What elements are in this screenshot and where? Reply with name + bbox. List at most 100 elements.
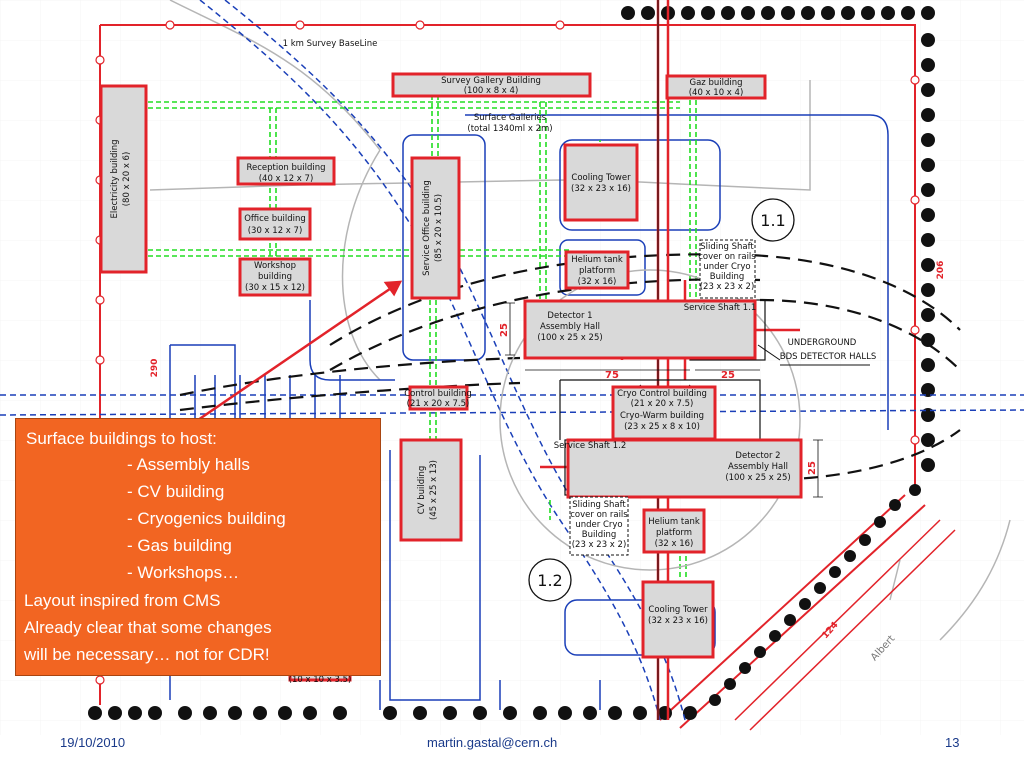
office-building	[238, 207, 312, 241]
workshop-building	[238, 257, 312, 297]
helium-tank-2	[642, 508, 706, 554]
sliding-2-label-2: cover on rails	[570, 510, 628, 520]
marker-circles	[528, 198, 795, 602]
detector-hall-2	[566, 438, 803, 499]
marker-1-1: 1.1	[760, 211, 785, 230]
cooling-tower-1-label-2: (32 x 23 x 16)	[571, 184, 631, 194]
sliding-2-label-4: Building	[582, 530, 616, 540]
diagram-labels: 1 km Survey BaseLine Surface Galleries (…	[110, 39, 946, 685]
service-office-label-1: Service Office building	[422, 180, 432, 276]
helium-2-label-3: (32 x 16)	[655, 539, 694, 549]
dimension-lines	[505, 302, 823, 498]
small-building-label: (10 x 10 x 3.5)	[289, 675, 352, 685]
callout-line-3: - CV building	[127, 482, 225, 501]
workshop-label-2: building	[258, 272, 292, 282]
gaz-building	[665, 74, 767, 100]
cryo-building	[611, 385, 717, 441]
cooling-tower-2	[641, 580, 715, 659]
cv-building	[399, 438, 463, 542]
reception-label-2: (40 x 12 x 7)	[259, 174, 314, 184]
electricity-label-2: (80 x 20 x 6)	[122, 152, 132, 207]
callout-line-4: - Cryogenics building	[127, 509, 286, 528]
callout-line-1: Surface buildings to host:	[26, 429, 217, 448]
dimension-25-a: 25	[499, 323, 510, 337]
electricity-building	[99, 84, 148, 274]
cv-label-2: (45 x 25 x 13)	[429, 460, 439, 520]
underground-label-2: BDS DETECTOR HALLS	[780, 352, 876, 362]
survey-gallery-label-2: (100 x 8 x 4)	[464, 86, 519, 96]
electricity-label-1: Electricity building	[110, 140, 120, 219]
cooling-tower-2-label-1: Cooling Tower	[648, 605, 708, 615]
cooling-tower-1-label-1: Cooling Tower	[571, 173, 631, 183]
survey-gallery-label-1: Survey Gallery Building	[441, 76, 541, 86]
cryo-label-2: (21 x 20 x 7.5)	[631, 399, 694, 409]
cooling-tower-2-label-2: (32 x 23 x 16)	[648, 616, 708, 626]
dimension-290: 290	[150, 359, 160, 378]
footer-date: 19/10/2010	[60, 735, 126, 750]
tree-line	[88, 6, 935, 720]
footer-page-number: 13	[945, 735, 960, 750]
dimension-206: 206	[936, 261, 946, 280]
callout-line-8: Already clear that some changes	[24, 618, 272, 637]
control-building	[408, 385, 469, 411]
sliding-1-label-4: Building	[710, 272, 744, 282]
detector-1-label-2: Assembly Hall	[540, 322, 600, 332]
sliding-shaft-boxes	[569, 239, 756, 556]
dimension-75: 75	[605, 370, 619, 381]
sliding-2-label-1: Sliding Shaft	[572, 500, 626, 510]
survey-gallery-building	[391, 72, 592, 98]
detector-hall-1	[523, 299, 757, 360]
detector-2-label-1: Detector 2	[735, 451, 780, 461]
helium-2-label-2: platform	[656, 528, 692, 538]
sliding-1-label-3: under Cryo	[703, 262, 750, 272]
cv-label-1: CV building	[417, 466, 427, 515]
detector-1-label-3: (100 x 25 x 25)	[537, 333, 602, 343]
grey-curves	[499, 269, 801, 571]
leader-arrow	[197, 280, 870, 422]
cryo-label-4: (23 x 25 x 8 x 10)	[624, 422, 700, 432]
footer-author: martin.gastal@cern.ch	[427, 735, 558, 750]
sliding-1-label-5: (23 x 23 x 2)	[700, 282, 755, 292]
cryo-label-1: Cryo Control building	[617, 389, 707, 399]
cooling-tower-1	[563, 143, 639, 222]
sliding-2-label-3: under Cryo	[575, 520, 622, 530]
service-shaft-1-label: Service Shaft 1.1	[684, 303, 757, 313]
callout-line-5: - Gas building	[127, 536, 232, 555]
service-office-building	[410, 156, 461, 300]
helium-1-label-2: platform	[579, 266, 615, 276]
helium-tank-1	[564, 250, 630, 290]
sliding-2-label-5: (23 x 23 x 2)	[572, 540, 627, 550]
callout-line-6: - Workshops…	[127, 563, 240, 582]
detector-2-label-3: (100 x 25 x 25)	[725, 473, 790, 483]
detector-1-label-1: Detector 1	[547, 311, 592, 321]
sliding-1-label-1: Sliding Shaft	[700, 242, 754, 252]
workshop-label-1: Workshop	[254, 261, 296, 271]
detector-2-label-2: Assembly Hall	[728, 462, 788, 472]
gaz-label-1: Gaz building	[689, 78, 742, 88]
galleries-label-2: (total 1340ml x 2m)	[467, 124, 552, 134]
office-label-1: Office building	[244, 214, 306, 224]
callout-line-2: - Assembly halls	[127, 455, 250, 474]
control-label-1: Control building	[404, 389, 471, 399]
callout-box: Surface buildings to host: - Assembly ha…	[15, 418, 381, 676]
helium-2-label-1: Helium tank	[648, 517, 700, 527]
service-shaft-2-label: Service Shaft 1.2	[554, 441, 627, 451]
beam-lines	[0, 0, 1024, 721]
service-office-label-2: (85 x 20 x 10.5)	[434, 194, 444, 262]
marker-1-2: 1.2	[537, 571, 562, 590]
dimension-25-c: 25	[807, 461, 818, 475]
office-label-2: (30 x 12 x 7)	[248, 226, 303, 236]
gaz-label-2: (40 x 10 x 4)	[689, 88, 744, 98]
callout-line-7: Layout inspired from CMS	[24, 591, 221, 610]
cryo-label-3: Cryo-Warm building	[620, 411, 704, 421]
helium-1-label-1: Helium tank	[571, 255, 623, 265]
road-edge	[734, 519, 956, 731]
control-label-2: (21 x 20 x 7.5)	[407, 399, 470, 409]
reception-building	[236, 156, 336, 186]
workshop-label-3: (30 x 15 x 12)	[245, 283, 305, 293]
helium-1-label-3: (32 x 16)	[578, 277, 617, 287]
survey-baseline-label: 1 km Survey BaseLine	[283, 39, 378, 49]
underground-label-1: UNDERGROUND	[788, 338, 857, 348]
callout-line-9: will be necessary… not for CDR!	[24, 645, 270, 664]
dimension-25-b: 25	[721, 370, 735, 381]
